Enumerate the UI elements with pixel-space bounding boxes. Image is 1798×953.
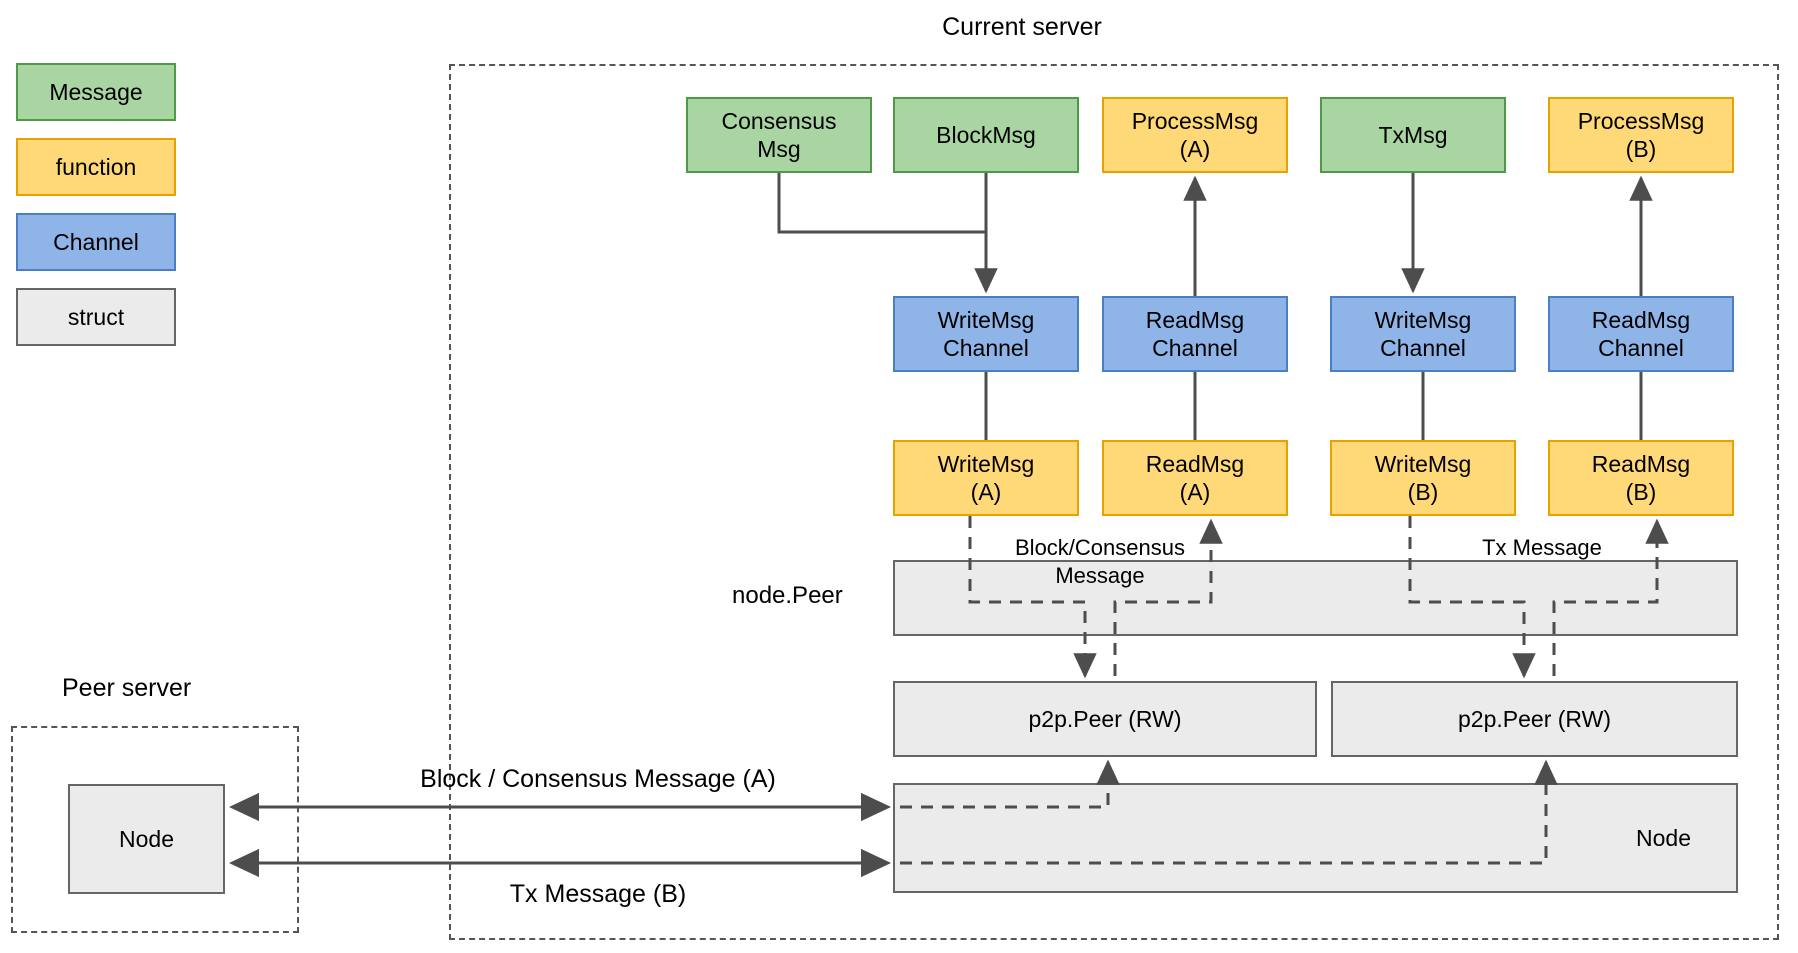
struct-p2p-peer-b[interactable]: p2p.Peer (RW)	[1331, 681, 1738, 757]
node-peer-label: node.Peer	[732, 582, 843, 609]
label-tx-message-b: Tx Message (B)	[509, 880, 687, 908]
node-write-msg-a[interactable]: WriteMsg (A)	[893, 440, 1079, 516]
node-read-msg-b[interactable]: ReadMsg (B)	[1548, 440, 1734, 516]
label-block-consensus-message: Block/Consensus Message	[1015, 535, 1185, 588]
struct-p2p-peer-a[interactable]: p2p.Peer (RW)	[893, 681, 1317, 757]
current-server-title: Current server	[942, 13, 1102, 41]
node-block-msg[interactable]: BlockMsg	[893, 97, 1079, 173]
legend-label-channel: Channel	[53, 228, 139, 255]
legend-item-channel: Channel	[16, 213, 176, 271]
legend-label-message: Message	[49, 78, 143, 105]
node-process-msg-a[interactable]: ProcessMsg (A)	[1102, 97, 1288, 173]
struct-node-current-server[interactable]: Node	[893, 783, 1738, 893]
node-read-msg-a[interactable]: ReadMsg (A)	[1102, 440, 1288, 516]
label-block-consensus-message-a: Block / Consensus Message (A)	[420, 765, 776, 793]
legend-item-message: Message	[16, 63, 176, 121]
node-consensus-msg[interactable]: Consensus Msg	[686, 97, 872, 173]
node-process-msg-b[interactable]: ProcessMsg (B)	[1548, 97, 1734, 173]
current-server-region	[449, 64, 1779, 940]
label-tx-message: Tx Message	[1482, 535, 1602, 560]
legend-label-function: function	[55, 153, 137, 180]
peer-server-region	[11, 726, 299, 933]
node-read-msg-channel-a[interactable]: ReadMsg Channel	[1102, 296, 1288, 372]
legend-label-struct: struct	[67, 303, 125, 330]
node-write-msg-b[interactable]: WriteMsg (B)	[1330, 440, 1516, 516]
struct-node-current-label: Node	[1636, 824, 1691, 851]
node-write-msg-channel-a[interactable]: WriteMsg Channel	[893, 296, 1079, 372]
node-write-msg-channel-b[interactable]: WriteMsg Channel	[1330, 296, 1516, 372]
node-read-msg-channel-b[interactable]: ReadMsg Channel	[1548, 296, 1734, 372]
legend-item-function: function	[16, 138, 176, 196]
legend-item-struct: struct	[16, 288, 176, 346]
peer-server-title: Peer server	[62, 674, 192, 702]
struct-node-peer-server[interactable]: Node	[68, 784, 225, 894]
node-tx-msg[interactable]: TxMsg	[1320, 97, 1506, 173]
